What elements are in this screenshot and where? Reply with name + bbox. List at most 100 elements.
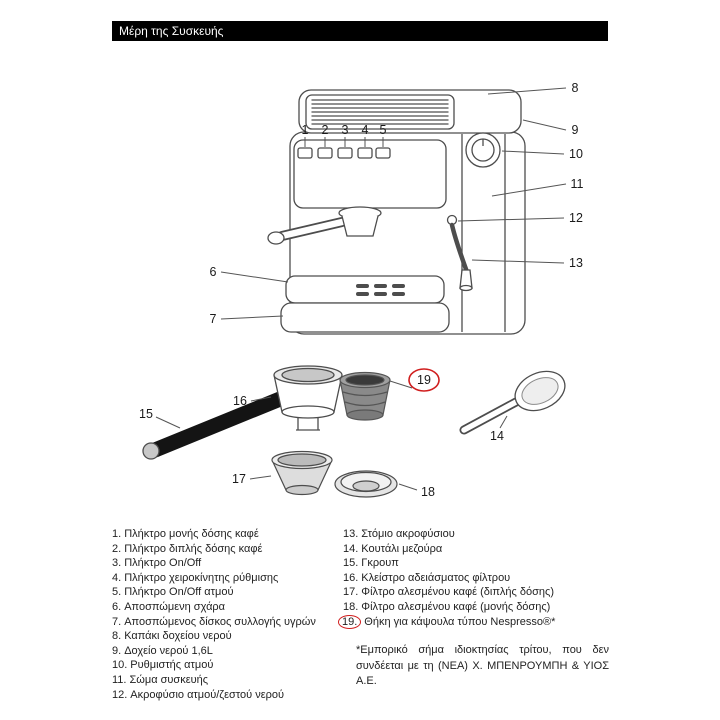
callout-9: 9 — [572, 123, 579, 137]
callout-1: 1 — [302, 123, 309, 137]
legend-label: Ρυθμιστής ατμού — [130, 659, 214, 672]
callout-6: 6 — [210, 265, 217, 279]
legend-label: Θήκη για κάψουλα τύπου Nespresso®* — [364, 615, 556, 628]
single-shot-button — [297, 147, 313, 159]
legend-label: Πλήκτρο On/Off ατμού — [124, 586, 234, 599]
leader-line-9 — [522, 119, 567, 131]
portafilter-handle — [147, 391, 288, 458]
measuring-spoon — [459, 370, 566, 435]
legend-number: 1. — [112, 528, 122, 540]
legend-item-16: 16.Κλείστρο αδειάσματος φίλτρου — [343, 571, 609, 586]
leader-line-18 — [398, 483, 418, 491]
callout-19: 19 — [417, 373, 431, 387]
legend-item-18: 18.Φίλτρο αλεσμένου καφέ (μονής δόσης) — [343, 600, 609, 615]
manual-button — [357, 147, 373, 159]
legend-right-column: 13.Στόμιο ακροφύσιου 14.Κουτάλι μεζούρα … — [338, 527, 609, 689]
portafilter-group — [142, 365, 343, 460]
drip-tray — [280, 302, 450, 333]
legend-item-11: 11.Σώμα συσκευής — [112, 673, 340, 688]
callout-5: 5 — [380, 123, 387, 137]
callout-4: 4 — [362, 123, 369, 137]
legend-label: Φίλτρο αλεσμένου καφέ (διπλής δόσης) — [361, 586, 555, 599]
legend-item-6: 6.Αποσπώμενη σχάρα — [112, 600, 340, 615]
callout-2: 2 — [322, 123, 329, 137]
legend-number: 14. — [343, 542, 359, 555]
portafilter-spout — [296, 418, 320, 431]
double-shot-button — [317, 147, 333, 159]
grate-slots — [356, 284, 405, 296]
page-title: Μέρη της Συσκευής — [119, 24, 224, 38]
legend-item-15: 15.Γκρουπ — [343, 556, 609, 571]
legend-label: Γκρουπ — [361, 557, 399, 570]
trademark-footnote: *Εμπορικό σήμα ιδιοκτησίας τρίτου, που δ… — [356, 644, 609, 687]
drip-grate — [285, 275, 445, 304]
legend-label: Σώμα συσκευής — [129, 673, 209, 686]
legend-label: Κλείστρο αδειάσματος φίλτρου — [361, 571, 511, 584]
legend-item-9: 9.Δοχείο νερού 1,6L — [112, 644, 340, 659]
legend-number: 2. — [112, 542, 122, 555]
steam-knob — [465, 132, 501, 168]
legend-number: 7. — [112, 615, 122, 628]
legend-label: Αποσπώμενος δίσκος συλλογής υγρών — [124, 615, 316, 628]
legend-left-column: 1.Πλήκτρο μονής δόσης καφέ 2.Πλήκτρο διπ… — [112, 527, 340, 702]
legend-number: 10. — [112, 659, 128, 672]
leader-line-16 — [250, 396, 272, 402]
legend-item-7: 7.Αποσπώμενος δίσκος συλλογής υγρών — [112, 615, 340, 630]
callout-12: 12 — [569, 211, 583, 225]
legend-label: Πλήκτρο μονής δόσης καφέ — [124, 528, 259, 540]
legend-label: Φίλτρο αλεσμένου καφέ (μονής δόσης) — [361, 600, 551, 613]
leader-line-14 — [499, 415, 508, 429]
legend-item-8: 8.Καπάκι δοχείου νερού — [112, 629, 340, 644]
callout-16: 16 — [233, 394, 247, 408]
callout-8: 8 — [572, 81, 579, 95]
parts-diagram: 1 2 3 4 5 6 7 8 9 10 11 12 13 14 15 16 1… — [0, 50, 720, 522]
legend-number: 17. — [343, 586, 359, 599]
leader-line-15 — [155, 416, 181, 429]
legend-number: 9. — [112, 644, 122, 657]
callout-18: 18 — [421, 485, 435, 499]
legend-item-2: 2.Πλήκτρο διπλής δόσης καφέ — [112, 542, 340, 557]
callout-11: 11 — [571, 177, 584, 191]
legend-item-14: 14.Κουτάλι μεζούρα — [343, 542, 609, 557]
legend-number: 3. — [112, 557, 122, 570]
callout-15: 15 — [139, 407, 153, 421]
callout-17: 17 — [232, 472, 246, 486]
leader-line-19 — [389, 380, 413, 389]
lid-vents — [311, 99, 449, 125]
leader-line-13 — [471, 259, 565, 264]
legend-item-19: 19.Θήκη για κάψουλα τύπου Nespresso®* — [338, 614, 609, 630]
steam-wand — [449, 222, 470, 275]
capsule-adapter — [339, 371, 391, 421]
legend-number: 4. — [112, 571, 122, 584]
legend-label: Πλήκτρο On/Off — [124, 557, 202, 570]
leader-line-10 — [501, 150, 565, 155]
filter-basket-single — [334, 470, 398, 498]
on-off-button — [337, 147, 353, 159]
legend-label: Στόμιο ακροφύσιου — [361, 528, 455, 540]
legend-label: Αποσπώμενη σχάρα — [124, 600, 226, 613]
legend-number: 15. — [343, 557, 359, 570]
legend-label: Ακροφύσιο ατμού/ζεστού νερού — [130, 688, 285, 701]
legend-item-10: 10.Ρυθμιστής ατμού — [112, 658, 340, 673]
legend-label: Πλήκτρο χειροκίνητης ρύθμισης — [124, 571, 279, 584]
leader-line-11 — [491, 183, 567, 197]
callout-10: 10 — [569, 147, 583, 161]
legend-item-5: 5.Πλήκτρο On/Off ατμού — [112, 585, 340, 600]
panel-buttons — [297, 147, 391, 159]
section-header: Μέρη της Συσκευής — [112, 21, 608, 41]
callout-7: 7 — [210, 312, 217, 326]
leader-lines — [155, 87, 567, 491]
machine-portafilter — [267, 206, 382, 245]
highlight-circle-19 — [408, 368, 440, 392]
legend-label: Δοχείο νερού 1,6L — [124, 644, 213, 657]
leader-line-8 — [487, 87, 567, 95]
leader-line-12 — [457, 217, 565, 222]
steam-nozzle — [459, 269, 473, 292]
legend-number: 18. — [343, 600, 359, 613]
legend-item-4: 4.Πλήκτρο χειροκίνητης ρύθμισης — [112, 571, 340, 586]
callout-numbers: 1 2 3 4 5 6 7 8 9 10 11 12 13 14 15 16 1… — [139, 81, 583, 499]
callout-14: 14 — [490, 429, 504, 443]
filter-basket-double — [271, 450, 333, 496]
legend-number: 11. — [112, 673, 127, 686]
machine-drawing — [267, 89, 526, 335]
